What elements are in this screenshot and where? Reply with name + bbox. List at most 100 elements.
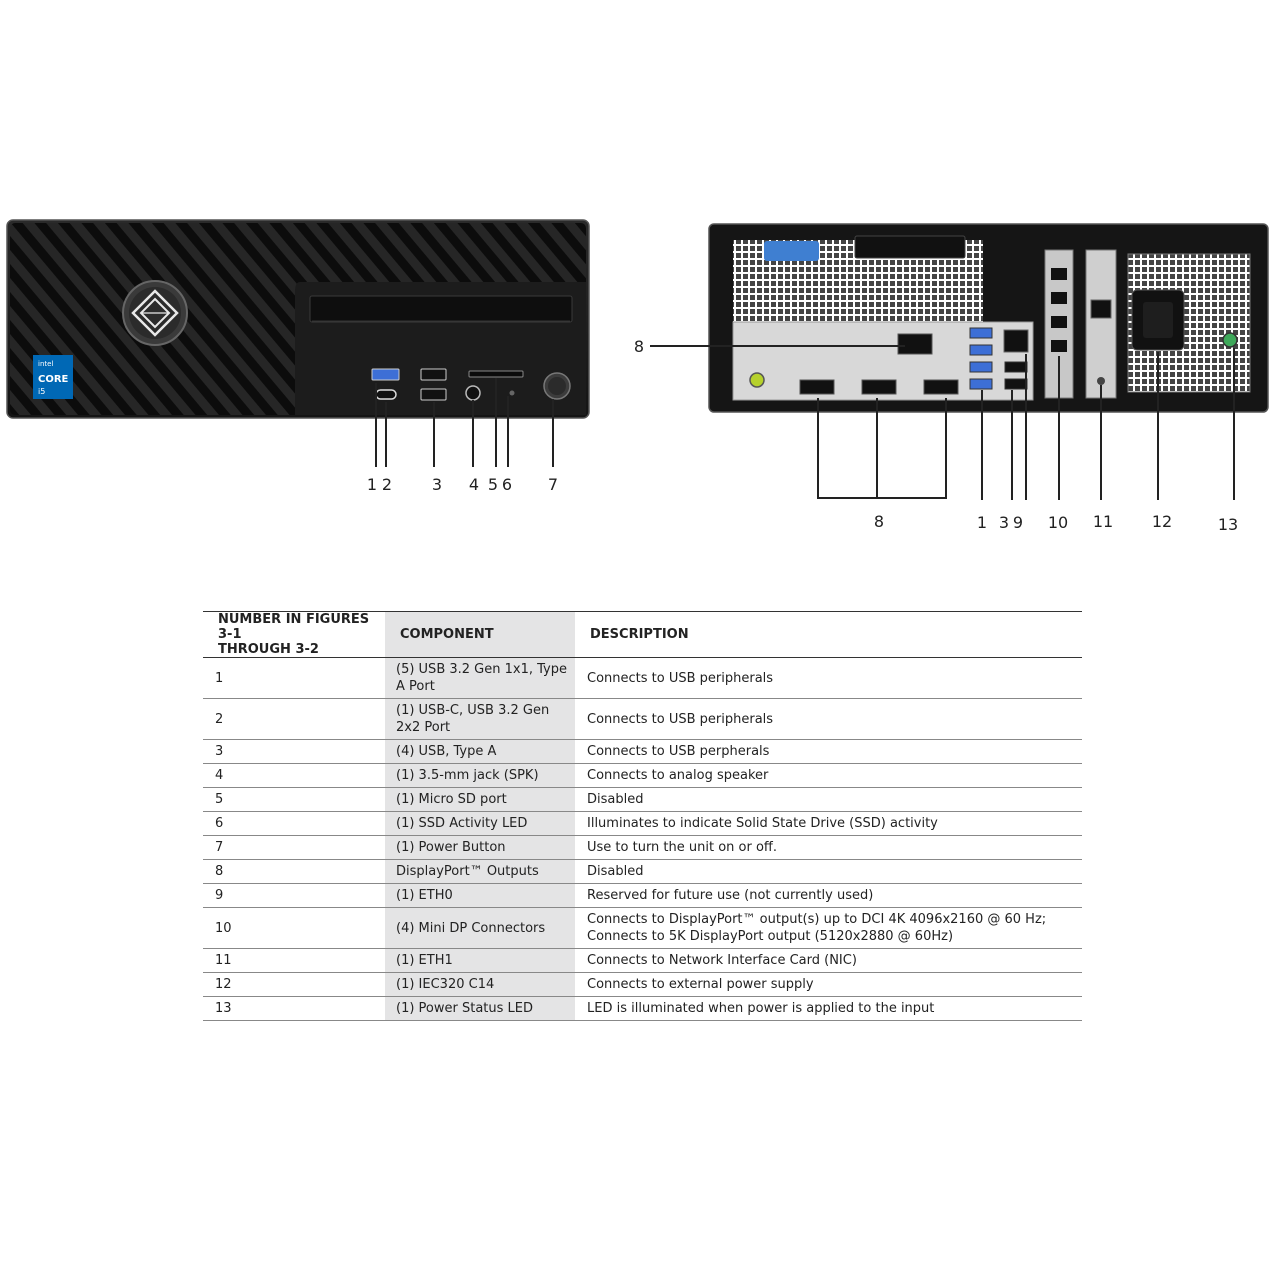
table-row: 9 (1) ETH0 Reserved for future use (not … [203, 883, 1082, 908]
front-callout-2: 2 [382, 475, 392, 494]
table-row: 12 (1) IEC320 C14 Connects to external p… [203, 972, 1082, 997]
micro-sd-slot [468, 370, 524, 378]
front-callout-1: 1 [367, 475, 377, 494]
table-row: 3 (4) USB, Type A Connects to USB perphe… [203, 739, 1082, 764]
cell-description: Use to turn the unit on or off. [587, 840, 778, 855]
power-supply [1127, 253, 1251, 393]
rear-leader-lines [650, 345, 1235, 500]
header-description: DESCRIPTION [590, 627, 689, 642]
cell-component: (1) ETH0 [385, 883, 575, 908]
cell-number: 6 [215, 816, 224, 831]
table-row: 2 (1) USB-C, USB 3.2 Gen 2x2 Port Connec… [203, 698, 1082, 740]
cell-description: Disabled [587, 864, 644, 879]
cell-component: (1) Power Button [385, 835, 575, 860]
rear-callout-8-side: 8 [634, 337, 644, 356]
cell-description: Disabled [587, 792, 644, 807]
rear-callout-3: 3 [999, 513, 1009, 532]
front-usb-a-port [371, 368, 400, 381]
cell-component: (1) USB-C, USB 3.2 Gen 2x2 Port [385, 698, 575, 740]
cell-description: Illuminates to indicate Solid State Driv… [587, 816, 938, 831]
audio-jack [465, 385, 481, 401]
cell-description: Connects to USB peripherals [587, 670, 774, 686]
cell-number: 9 [215, 888, 224, 903]
cell-description-line1: Connects to DisplayPort™ output(s) up to… [587, 912, 1047, 927]
front-callout-5: 5 [488, 475, 498, 494]
cell-component: (1) Micro SD port [385, 787, 575, 812]
ssd-activity-led [509, 390, 515, 396]
cell-description: Connects to DisplayPort™ output(s) up to… [575, 908, 1082, 949]
blue-release-latch [764, 241, 819, 261]
cell-number: 11 [215, 953, 232, 968]
table-row: 13 (1) Power Status LED LED is illuminat… [203, 996, 1082, 1021]
cell-number: 10 [215, 920, 232, 936]
cell-description: Reserved for future use (not currently u… [587, 888, 874, 903]
rear-callout-8-bottom: 8 [874, 512, 884, 531]
rear-displayport-1 [799, 379, 835, 395]
cell-description: Connects to USB peripherals [587, 711, 774, 727]
rear-view: 8 8 1 3 9 10 11 12 13 [634, 223, 1269, 534]
nic-card [1085, 249, 1117, 399]
front-leader-lines [375, 378, 554, 467]
cpu-badge: intel CORE i5 [33, 355, 73, 399]
rear-displayport-top [897, 333, 933, 355]
header-number: NUMBER IN FIGURES 3-1 THROUGH 3-2 [203, 612, 385, 658]
cell-description: LED is illuminated when power is applied… [587, 1001, 935, 1016]
front-view: intel CORE i5 [6, 219, 590, 494]
table-row: 5 (1) Micro SD port Disabled [203, 787, 1082, 812]
cell-component: (1) ETH1 [385, 948, 575, 973]
cell-description-line2: Connects to 5K DisplayPort output (5120x… [587, 929, 954, 944]
front-usb-c-port [375, 389, 397, 400]
cell-component: (1) SSD Activity LED [385, 811, 575, 836]
rear-displayport-2 [861, 379, 897, 395]
badge-text-model: i5 [38, 387, 45, 396]
cell-number: 8 [215, 864, 224, 879]
cell-number: 2 [215, 711, 224, 727]
front-usb-a-pair [420, 368, 447, 401]
cell-number: 5 [215, 792, 224, 807]
rear-usb-stack [969, 327, 1028, 390]
figures-svg: intel CORE i5 [6, 219, 1269, 534]
header-number-line2: THROUGH 3-2 [218, 642, 319, 657]
cell-description: Connects to Network Interface Card (NIC) [587, 953, 857, 968]
cell-number: 12 [215, 977, 232, 992]
cell-component: DisplayPort™ Outputs [385, 859, 575, 884]
cell-number: 1 [215, 670, 224, 686]
power-button [543, 372, 571, 400]
cell-description: Connects to analog speaker [587, 768, 769, 783]
cell-component: (5) USB 3.2 Gen 1x1, Type A Port [385, 657, 575, 699]
table-row: 4 (1) 3.5-mm jack (SPK) Connects to anal… [203, 763, 1082, 788]
table-row: 7 (1) Power Button Use to turn the unit … [203, 835, 1082, 860]
rear-displayport-3 [923, 379, 959, 395]
table-row: 1 (5) USB 3.2 Gen 1x1, Type A Port Conne… [203, 657, 1082, 699]
rear-callout-11: 11 [1093, 512, 1113, 531]
power-status-led [1222, 332, 1238, 348]
rear-callout-10: 10 [1048, 513, 1068, 532]
cell-component: (1) Power Status LED [385, 996, 575, 1021]
table-row: 6 (1) SSD Activity LED Illuminates to in… [203, 811, 1082, 836]
badge-text-core: CORE [38, 374, 69, 385]
front-callout-6: 6 [502, 475, 512, 494]
front-callout-3: 3 [432, 475, 442, 494]
table-row: 10 (4) Mini DP Connectors Connects to Di… [203, 907, 1082, 949]
rear-callout-13: 13 [1218, 515, 1238, 534]
brand-logo [122, 280, 188, 346]
component-table: NUMBER IN FIGURES 3-1 THROUGH 3-2 COMPON… [203, 611, 1082, 1021]
cell-component: (4) Mini DP Connectors [385, 907, 575, 949]
cell-number: 3 [215, 744, 224, 759]
cell-description: Connects to external power supply [587, 977, 814, 992]
table-row: 11 (1) ETH1 Connects to Network Interfac… [203, 948, 1082, 973]
header-number-line1: NUMBER IN FIGURES 3-1 [218, 612, 370, 642]
cell-component: (4) USB, Type A [385, 739, 575, 764]
cell-number: 7 [215, 840, 224, 855]
table-header-row: NUMBER IN FIGURES 3-1 THROUGH 3-2 COMPON… [203, 611, 1082, 658]
badge-text-intel: intel [38, 360, 53, 368]
cell-number: 13 [215, 1001, 232, 1016]
cell-number: 4 [215, 768, 224, 783]
rear-eth0-port [1003, 329, 1029, 353]
product-figures: intel CORE i5 [0, 0, 1280, 560]
rear-audio-jack [749, 372, 765, 388]
cell-component: (1) 3.5-mm jack (SPK) [385, 763, 575, 788]
rear-callout-1: 1 [977, 513, 987, 532]
table-row: 8 DisplayPort™ Outputs Disabled [203, 859, 1082, 884]
cell-description: Connects to USB perpherals [587, 744, 770, 759]
